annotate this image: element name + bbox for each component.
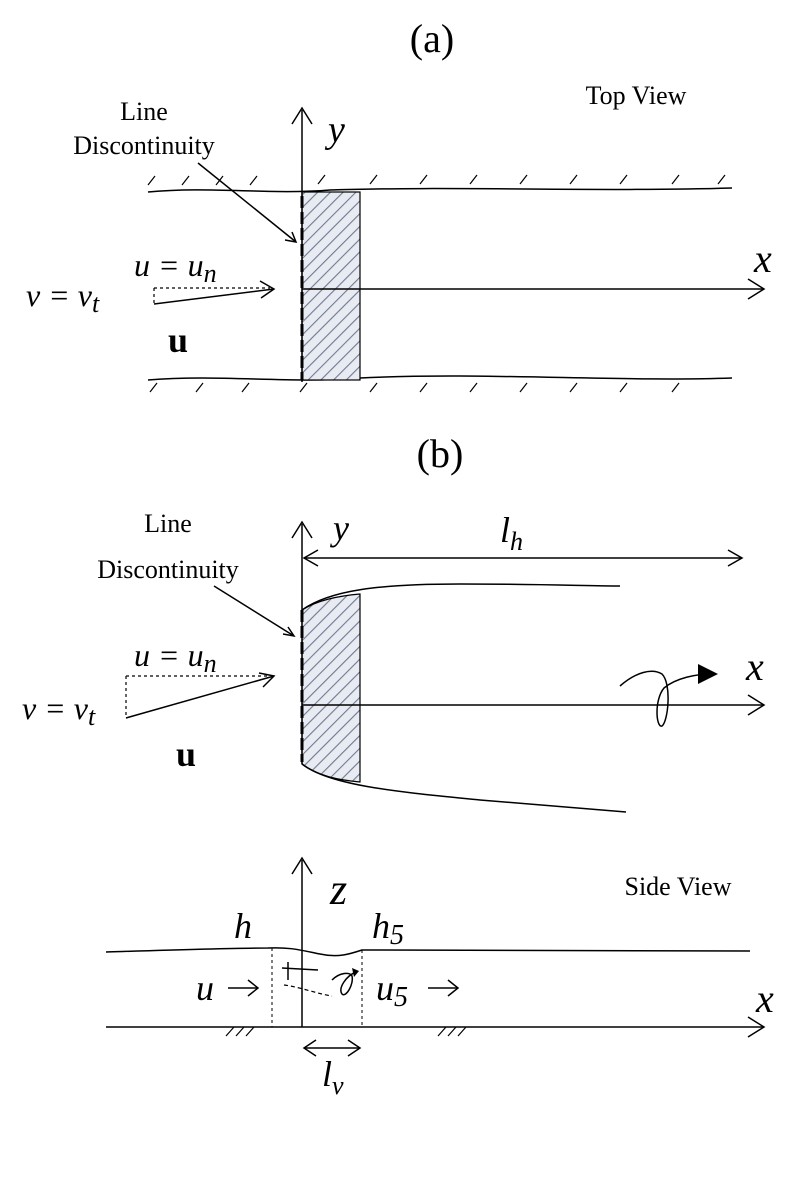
top-view-label: Top View xyxy=(586,81,687,110)
panel-a: (a) Top View Line Discontinuity xyxy=(26,16,772,393)
v-label-a: v = vt xyxy=(26,277,100,318)
bed-hatch xyxy=(225,1026,467,1037)
h-label: h xyxy=(234,906,252,946)
v-label-b: v = vt xyxy=(22,690,96,731)
discontinuity-pointer-b xyxy=(213,585,295,637)
upper-wall-hatch-a xyxy=(147,174,726,186)
u-label-b: u = un xyxy=(134,637,217,678)
u-label-a: u = un xyxy=(134,247,217,288)
vortex-arrowhead-b xyxy=(698,664,718,684)
discontinuity-label-word-b: Discontinuity xyxy=(97,555,239,584)
lv-label: lv xyxy=(322,1054,344,1100)
y-axis-label-b: y xyxy=(330,508,349,548)
x-axis-label-b: x xyxy=(745,644,764,689)
eddy-side xyxy=(331,971,357,996)
velocity-vector-a xyxy=(153,288,275,305)
panel-a-label: (a) xyxy=(410,16,454,61)
hatched-region-a xyxy=(301,191,361,381)
lower-wall-a xyxy=(147,375,733,381)
discontinuity-label-word-a: Discontinuity xyxy=(73,131,215,160)
streamline-curved xyxy=(283,984,333,997)
u5-label: u5 xyxy=(376,968,408,1013)
panel-b: (b) Line Discontinuity y lh x u = un v = xyxy=(22,431,766,813)
velocity-vector-b xyxy=(125,675,275,719)
x-axis-label-a: x xyxy=(753,236,772,281)
vector-label-b: u xyxy=(176,734,196,774)
discontinuity-pointer-a xyxy=(197,162,297,243)
lower-wall-hatch-a xyxy=(149,382,680,393)
discontinuity-label-line-b: Line xyxy=(144,509,192,538)
y-axis-label-a: y xyxy=(324,109,345,151)
hatched-region-b xyxy=(301,593,361,783)
free-surface xyxy=(105,947,751,957)
z-axis-label: z xyxy=(329,865,347,914)
panel-b-label: (b) xyxy=(417,431,464,476)
vector-label-a: u xyxy=(168,320,188,360)
side-view: Side View z x h h5 u u5 xyxy=(105,856,774,1100)
vortex-b xyxy=(619,670,713,727)
upper-wall-a xyxy=(147,187,733,193)
upper-shear-line-b xyxy=(301,583,621,611)
discontinuity-label-line-a: Line xyxy=(120,97,168,126)
length-label-b: lh xyxy=(500,510,523,556)
side-view-label: Side View xyxy=(624,872,731,901)
lower-shear-line-b xyxy=(301,763,627,813)
x-axis-label-side: x xyxy=(755,976,774,1021)
u-upstream-label: u xyxy=(196,968,214,1008)
h5-label: h5 xyxy=(372,906,404,951)
